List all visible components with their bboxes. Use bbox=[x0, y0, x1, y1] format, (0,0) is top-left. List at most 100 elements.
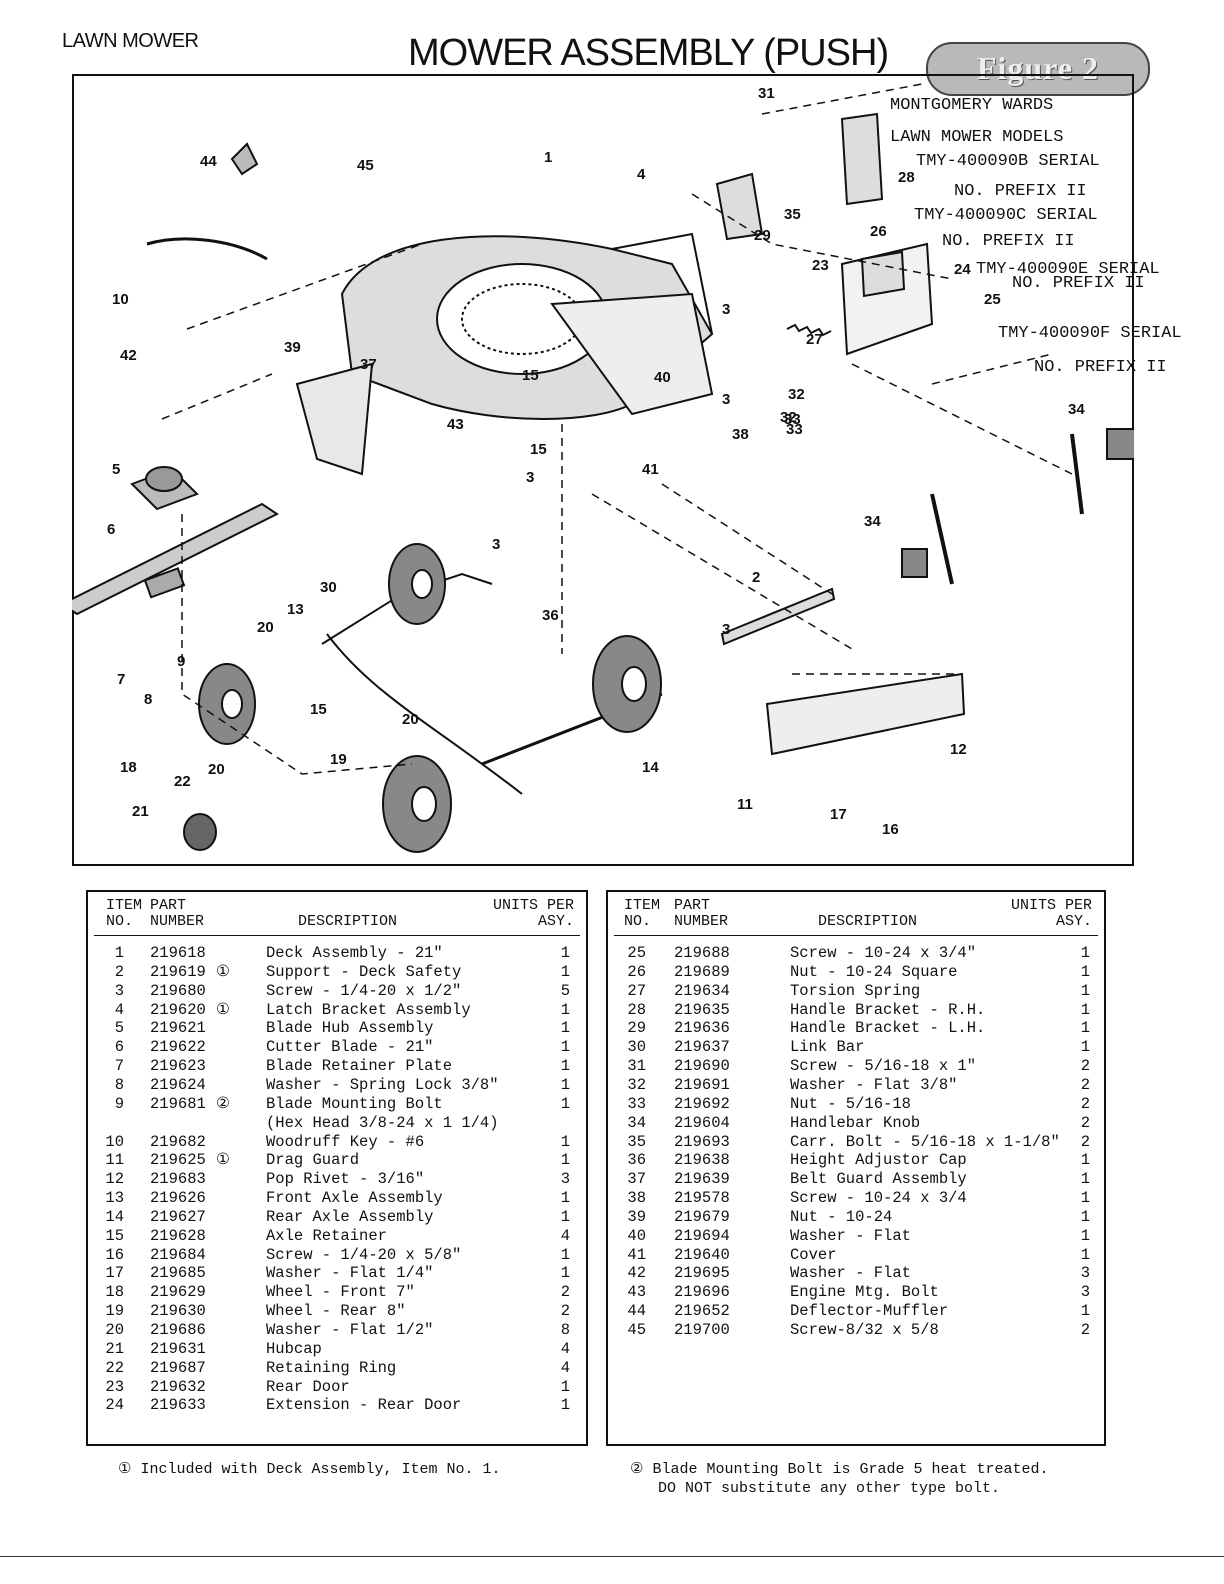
callout-3: 3 bbox=[492, 536, 500, 553]
cell-part: 219684 bbox=[150, 1245, 206, 1264]
cell-item: 19 bbox=[105, 1302, 124, 1321]
torsion-spring bbox=[786, 323, 832, 337]
cell-part: 219619 bbox=[150, 962, 206, 981]
callout-15: 15 bbox=[522, 367, 539, 384]
cell-units: 1 bbox=[1080, 981, 1090, 1000]
cell-desc: Wheel - Rear 8" bbox=[266, 1302, 406, 1321]
figure-badge: Figure 2 bbox=[926, 42, 1150, 96]
callout-39: 39 bbox=[284, 339, 301, 356]
cell-units: 2 bbox=[560, 1283, 570, 1302]
cell-part: 219626 bbox=[150, 1189, 206, 1208]
cell-units: 4 bbox=[560, 1226, 570, 1245]
cell-item: 45 bbox=[627, 1321, 646, 1339]
cell-desc: Axle Retainer bbox=[266, 1226, 387, 1245]
cell-item: 37 bbox=[627, 1170, 646, 1189]
cell-units: 1 bbox=[1080, 1170, 1090, 1189]
cell-units: 1 bbox=[560, 1057, 570, 1076]
cell-part: 219680 bbox=[150, 981, 206, 1000]
cell-part: 219682 bbox=[150, 1132, 206, 1151]
cell-item: 32 bbox=[627, 1075, 646, 1094]
callout-33: 33 bbox=[786, 421, 803, 438]
callout-33: 33 bbox=[784, 411, 801, 428]
cell-part: 219689 bbox=[674, 962, 730, 981]
callout-23: 23 bbox=[812, 257, 829, 274]
cell-units: 1 bbox=[560, 1094, 570, 1113]
cell-units: 1 bbox=[560, 1151, 570, 1170]
cell-units: 2 bbox=[1080, 1132, 1090, 1151]
cell-part: 219618 bbox=[150, 944, 206, 962]
callout-44: 44 bbox=[200, 153, 217, 170]
table-row: 15 219628 Axle Retainer 4 bbox=[88, 1227, 586, 1246]
cell-item: 15 bbox=[105, 1226, 124, 1245]
callout-3: 3 bbox=[722, 621, 730, 638]
callout-14: 14 bbox=[642, 759, 659, 776]
deck-safety-support bbox=[720, 587, 836, 646]
callout-16: 16 bbox=[882, 821, 899, 838]
callout-35: 35 bbox=[784, 206, 801, 223]
cell-item: 22 bbox=[105, 1358, 124, 1377]
cell-desc: Washer - Flat 1/4" bbox=[266, 1264, 434, 1283]
cell-part: 219685 bbox=[150, 1264, 206, 1283]
table-row: 19 219630 Wheel - Rear 8" 2 bbox=[88, 1302, 586, 1321]
deflector-muffler bbox=[230, 142, 259, 176]
cell-desc: Drag Guard bbox=[266, 1151, 360, 1170]
cell-units: 2 bbox=[1080, 1321, 1090, 1339]
cell-part: 219628 bbox=[150, 1226, 206, 1245]
callout-22: 22 bbox=[174, 773, 191, 790]
cell-part: 219637 bbox=[674, 1038, 730, 1057]
cell-mark: ② bbox=[216, 1094, 230, 1113]
cell-desc: Washer - Flat 3/8" bbox=[790, 1075, 958, 1094]
callout-13: 13 bbox=[287, 601, 304, 618]
callout-17: 17 bbox=[830, 806, 847, 823]
cell-part: 219696 bbox=[674, 1283, 730, 1302]
cell-units: 3 bbox=[1080, 1283, 1090, 1302]
cell-item: 9 bbox=[114, 1094, 124, 1113]
cell-item: 4 bbox=[114, 1000, 124, 1019]
callout-15: 15 bbox=[530, 441, 547, 458]
cell-units: 1 bbox=[560, 944, 570, 962]
callout-42: 42 bbox=[120, 347, 137, 364]
cell-item: 2 bbox=[114, 962, 124, 981]
cell-item: 31 bbox=[627, 1057, 646, 1076]
cell-units: 2 bbox=[560, 1302, 570, 1321]
cell-units: 1 bbox=[1080, 1019, 1090, 1038]
cell-mark: ① bbox=[216, 1000, 230, 1019]
cell-desc: Nut - 10-24 bbox=[790, 1207, 893, 1226]
cell-desc: Latch Bracket Assembly bbox=[266, 1000, 471, 1019]
cell-desc: Washer - Spring Lock 3/8" bbox=[266, 1075, 499, 1094]
callout-3: 3 bbox=[722, 301, 730, 318]
cell-units: 3 bbox=[1080, 1264, 1090, 1283]
page-title: MOWER ASSEMBLY (PUSH) bbox=[408, 32, 889, 74]
cell-item: 1 bbox=[114, 944, 124, 962]
callout-41: 41 bbox=[642, 461, 659, 478]
cell-item: 10 bbox=[105, 1132, 124, 1151]
footnote-2-line2: DO NOT substitute any other type bolt. bbox=[658, 1480, 1001, 1497]
cell-desc: Deflector-Muffler bbox=[790, 1302, 949, 1321]
cell-part: 219630 bbox=[150, 1302, 206, 1321]
handlebar-knob-upper bbox=[1106, 428, 1134, 460]
callout-28: 28 bbox=[898, 169, 915, 186]
cell-item: 44 bbox=[627, 1302, 646, 1321]
cell-part: 219636 bbox=[674, 1019, 730, 1038]
cell-part: 219690 bbox=[674, 1057, 730, 1076]
cell-part: 219694 bbox=[674, 1226, 730, 1245]
cell-item: 16 bbox=[105, 1245, 124, 1264]
cell-part: 219578 bbox=[674, 1189, 730, 1208]
callout-7: 7 bbox=[117, 671, 125, 688]
cell-units: 2 bbox=[1080, 1075, 1090, 1094]
footnote-2-line1: ② Blade Mounting Bolt is Grade 5 heat tr… bbox=[630, 1461, 1049, 1478]
